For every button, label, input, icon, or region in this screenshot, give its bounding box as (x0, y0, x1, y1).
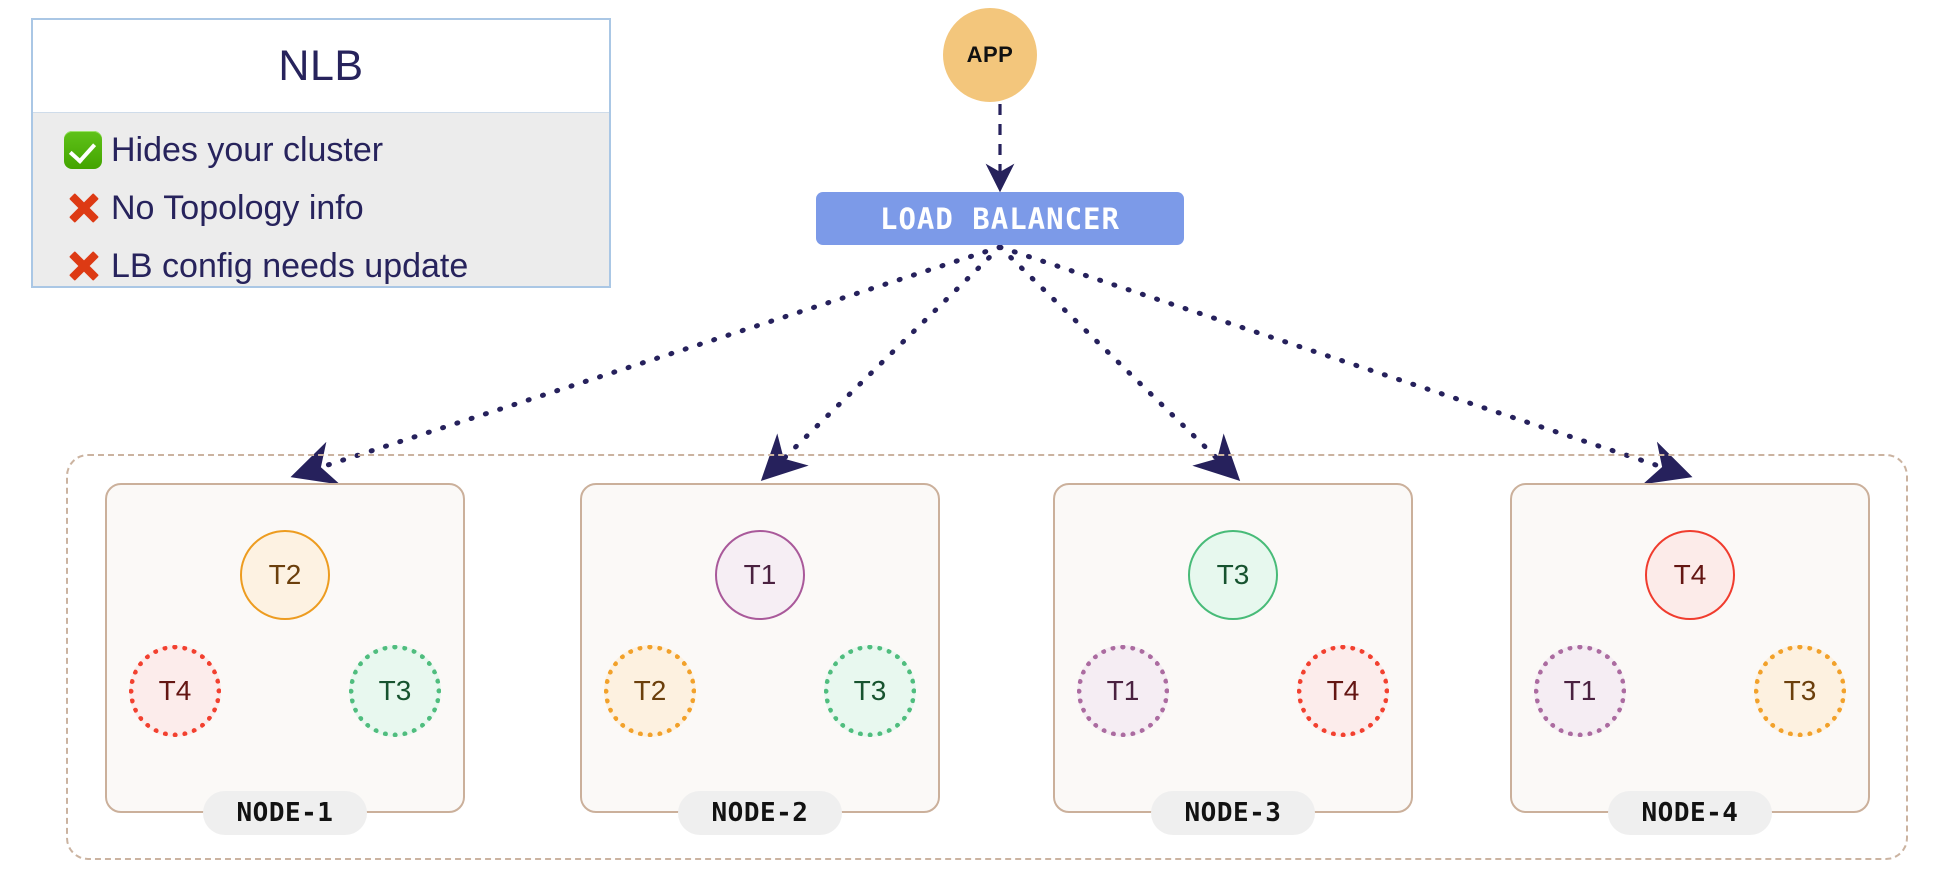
cluster-boundary (66, 454, 1908, 860)
node-label: NODE-4 (1641, 798, 1739, 828)
nlb-legend-row-label: No Topology info (111, 188, 364, 227)
app-node: APP (943, 8, 1037, 102)
topology-circle-primary: T2 (240, 530, 330, 620)
nlb-legend-row: No Topology info (33, 179, 609, 237)
topology-circle-primary: T4 (1645, 530, 1735, 620)
nlb-legend-row-label: LB config needs update (111, 246, 469, 285)
load-balancer-label: LOAD BALANCER (880, 201, 1120, 236)
topology-circle-label: T2 (268, 559, 302, 590)
app-node-label: APP (966, 42, 1014, 67)
node-label: NODE-1 (236, 798, 334, 828)
topology-circle-replica: T3 (1754, 645, 1846, 737)
topology-circle-label: T4 (158, 675, 192, 706)
node-box-1: T2 T4 T3 NODE-1 (105, 483, 465, 835)
topology-circle-primary: T1 (715, 530, 805, 620)
check-icon (55, 131, 111, 169)
topology-circle-label: T3 (378, 675, 412, 706)
node-label: NODE-3 (1184, 798, 1282, 828)
load-balancer-node: LOAD BALANCER (816, 192, 1184, 245)
node-label-pill: NODE-4 (1608, 791, 1772, 835)
topology-circle-replica: T2 (604, 645, 696, 737)
topology-circle-label: T4 (1673, 559, 1707, 590)
cross-icon (55, 189, 111, 227)
node-label-pill: NODE-1 (203, 791, 367, 835)
node-label-pill: NODE-3 (1151, 791, 1315, 835)
topology-circle-primary: T3 (1188, 530, 1278, 620)
node-box-3: T3 T1 T4 NODE-3 (1053, 483, 1413, 835)
topology-circle-replica: T3 (349, 645, 441, 737)
node-box-4: T4 T1 T3 NODE-4 (1510, 483, 1870, 835)
topology-circle-label: T1 (1563, 675, 1597, 706)
topology-circle-replica: T1 (1534, 645, 1626, 737)
connector-lb-to-node-3 (997, 244, 1241, 481)
topology-circle-replica: T4 (1297, 645, 1389, 737)
node-label-pill: NODE-2 (678, 791, 842, 835)
topology-circle-label: T2 (633, 675, 667, 706)
connector-lb-to-node-2 (760, 244, 1003, 481)
topology-circle-replica: T1 (1077, 645, 1169, 737)
cross-icon (55, 247, 111, 285)
nlb-legend-row: LB config needs update (33, 237, 609, 295)
topology-circle-label: T1 (1106, 675, 1140, 706)
topology-circle-label: T3 (853, 675, 887, 706)
nlb-legend-row-label: Hides your cluster (111, 130, 384, 169)
topology-circle-replica: T3 (824, 645, 916, 737)
node-box-2: T1 T2 T3 NODE-2 (580, 483, 940, 835)
topology-circle-label: T3 (1783, 675, 1817, 706)
nlb-legend-row: Hides your cluster (33, 121, 609, 179)
topology-circle-label: T3 (1216, 559, 1250, 590)
nlb-legend-box: NLB Hides your cluster No Topology info … (31, 18, 611, 288)
nlb-legend-list: Hides your cluster No Topology info LB c… (33, 113, 609, 286)
connector-lb-to-node-4 (997, 244, 1693, 485)
topology-circle-label: T1 (743, 559, 777, 590)
node-label: NODE-2 (711, 798, 809, 828)
topology-circle-label: T4 (1326, 675, 1360, 706)
nlb-legend-title: NLB (33, 20, 609, 113)
topology-circle-replica: T4 (129, 645, 221, 737)
